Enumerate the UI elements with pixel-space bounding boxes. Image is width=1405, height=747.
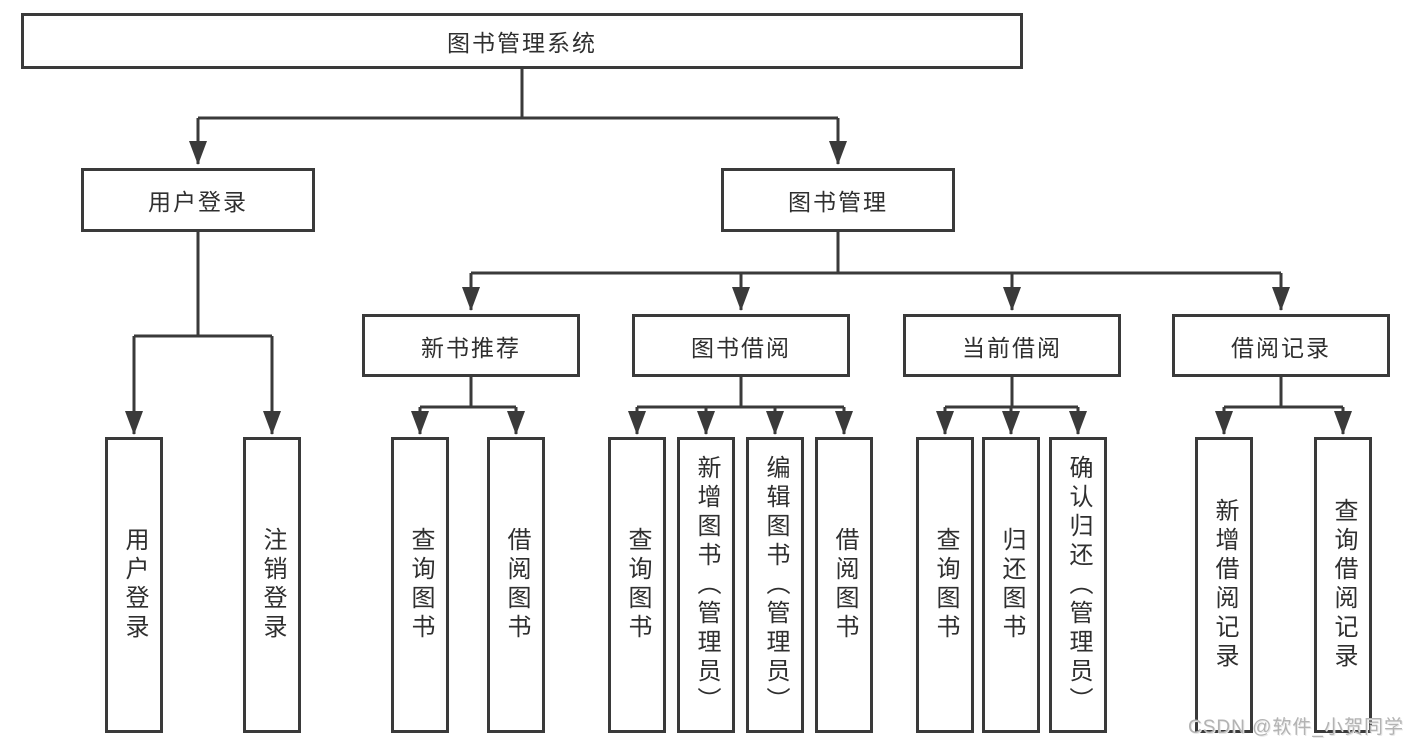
leaf-borrow-books-recommend: 借阅图书 [487, 437, 545, 733]
leaf-query-books-borrow: 查询图书 [608, 437, 666, 733]
leaf-confirm-return-admin: 确认归还（管理员） [1049, 437, 1107, 733]
leaf-edit-books-admin: 编辑图书（管理员） [746, 437, 804, 733]
leaf-add-borrow-record: 新增借阅记录 [1195, 437, 1253, 733]
edge-trunk-segments [134, 69, 1343, 409]
leaf-add-books-admin: 新增图书（管理员） [677, 437, 735, 733]
leaf-borrow-books: 借阅图书 [815, 437, 873, 733]
leaf-return-books: 归还图书 [982, 437, 1040, 733]
node-user-login: 用户登录 [81, 168, 315, 232]
node-library-management-system: 图书管理系统 [21, 13, 1023, 69]
node-book-management: 图书管理 [721, 168, 955, 232]
node-current-borrowing: 当前借阅 [903, 314, 1121, 377]
leaf-logout: 注销登录 [243, 437, 301, 733]
leaf-query-books-recommend: 查询图书 [391, 437, 449, 733]
node-borrowing-records: 借阅记录 [1172, 314, 1390, 377]
node-new-book-recommendation: 新书推荐 [362, 314, 580, 377]
leaf-user-login: 用户登录 [105, 437, 163, 733]
leaf-query-borrow-record: 查询借阅记录 [1314, 437, 1372, 733]
edge-arrows [125, 118, 1352, 435]
csdn-watermark: CSDN @软件_小贺同学 [1188, 717, 1404, 738]
leaf-query-books-current: 查询图书 [916, 437, 974, 733]
node-book-borrowing: 图书借阅 [632, 314, 850, 377]
